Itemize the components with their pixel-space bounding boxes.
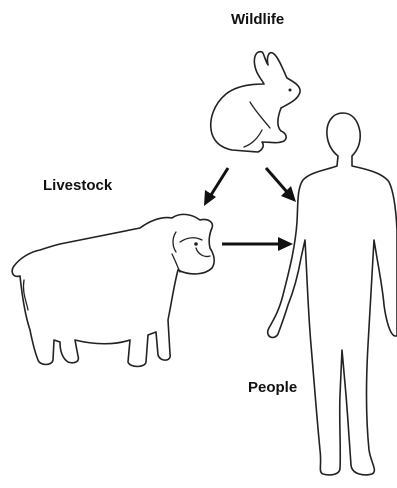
arrow-wildlife-to-people	[266, 168, 296, 202]
livestock-label: Livestock	[43, 177, 112, 194]
people-label: People	[248, 379, 297, 396]
wildlife-label: Wildlife	[231, 11, 284, 28]
sheep-icon	[12, 214, 214, 366]
rabbit-icon	[211, 52, 300, 152]
arrow-livestock-to-people	[222, 237, 293, 251]
arrow-wildlife-to-livestock	[204, 168, 228, 206]
human-silhouette-icon	[268, 113, 397, 475]
